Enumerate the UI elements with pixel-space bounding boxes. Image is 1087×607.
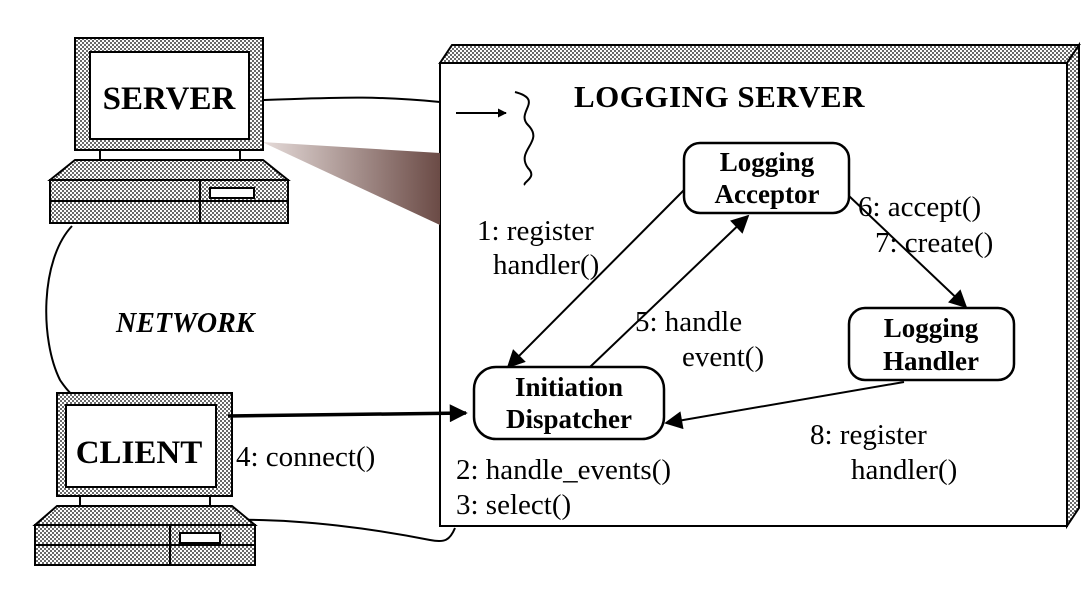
client-screen: [65, 404, 217, 488]
server-box-side-face: [1066, 41, 1080, 530]
server-box-title: LOGGING SERVER: [574, 79, 865, 114]
msg1-line1: 1: register: [477, 215, 594, 247]
client-computer-icon: CLIENT: [32, 392, 258, 566]
client-label: CLIENT: [76, 435, 203, 471]
msg8-line2: handler(): [851, 454, 957, 486]
msg3: 3: select(): [456, 489, 571, 521]
server-to-box-top-link: [261, 96, 441, 103]
server-computer-icon: SERVER: [47, 37, 291, 224]
msg1-line2: handler(): [493, 249, 599, 281]
arrow-register-handler: [664, 381, 905, 430]
arrow-handle-event: [589, 214, 750, 368]
initiation-dispatcher-node: Initiation Dispatcher: [472, 365, 666, 441]
logging-acceptor-label-line2: Acceptor: [715, 179, 820, 209]
initiation-dispatcher-label-line2: Dispatcher: [506, 404, 632, 434]
network-label: NETWORK: [115, 308, 257, 339]
arrow-register-acceptor: [506, 189, 685, 369]
msg5-line2: event(): [682, 341, 764, 373]
server-drive-slot: [209, 187, 255, 199]
server-label: SERVER: [103, 81, 237, 117]
server-box-top-face: [438, 44, 1081, 64]
arrow-connect: [227, 404, 468, 423]
msg2: 2: handle_events(): [456, 454, 671, 486]
client-to-box-bottom-link: [227, 518, 456, 543]
logging-handler-label-line2: Handler: [883, 346, 979, 376]
client-drive-slot: [179, 532, 221, 544]
server-client-network-curve: [45, 225, 83, 403]
msg6: 6: accept(): [858, 191, 981, 223]
logging-acceptor-node: Logging Acceptor: [682, 141, 851, 215]
server-screen: [89, 51, 250, 140]
initiation-dispatcher-label-line1: Initiation: [515, 372, 623, 402]
server-zoom-beam: [262, 142, 440, 225]
message-arrows: [227, 189, 968, 430]
msg7: 7: create(): [875, 227, 993, 259]
client-base-top: [32, 505, 258, 526]
logging-handler-label-line1: Logging: [884, 313, 979, 343]
msg5-line1: 5: handle: [635, 306, 742, 338]
logging-handler-node: Logging Handler: [847, 306, 1016, 382]
thread-of-control: [456, 91, 535, 186]
thread-squiggle: [514, 91, 535, 186]
logging-acceptor-label-line1: Logging: [720, 147, 815, 177]
msg4: 4: connect(): [236, 441, 375, 473]
msg8-line1: 8: register: [810, 419, 927, 451]
server-base-top: [47, 159, 291, 181]
arrow-accept-create: [848, 195, 968, 309]
